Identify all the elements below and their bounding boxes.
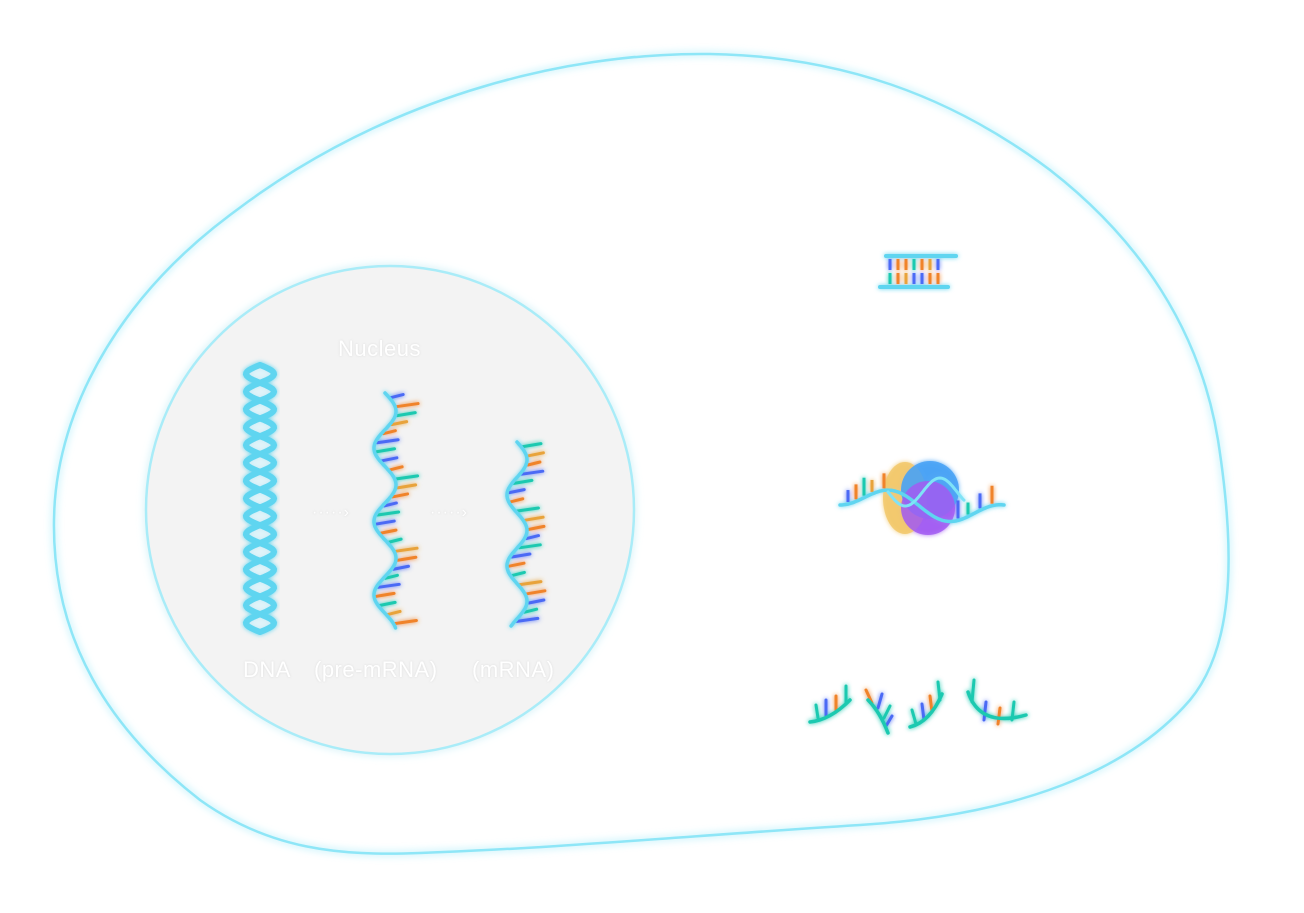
fragment-base — [982, 700, 988, 722]
base-pair — [376, 510, 401, 517]
base-pair — [382, 501, 398, 508]
fragment-backbone — [966, 690, 1028, 721]
ribosome-core — [901, 481, 955, 535]
base-pair — [378, 600, 397, 607]
fragment-base — [814, 703, 820, 720]
dna-label: DNA — [243, 657, 291, 682]
fragment-backbone — [808, 698, 852, 724]
fragment-backbone — [908, 692, 944, 729]
base-pair — [526, 451, 545, 458]
base-pair — [512, 478, 534, 485]
base-pair — [527, 598, 546, 605]
base-pair — [395, 474, 420, 481]
pre-mrna-strand-icon — [372, 391, 420, 630]
base-pair — [507, 561, 526, 568]
base-pair — [507, 488, 526, 495]
backbone — [505, 440, 529, 628]
base-pair — [380, 456, 399, 463]
base-pair — [387, 537, 403, 544]
base-pair — [395, 402, 420, 409]
base-pair — [509, 497, 525, 504]
base-pair — [518, 580, 543, 587]
base-pair — [510, 570, 526, 577]
mrna-strand-icon — [505, 440, 547, 628]
fragment-base — [876, 692, 884, 710]
mrna-thread — [838, 488, 1006, 524]
base-pair — [375, 447, 397, 454]
base-pair — [388, 465, 404, 472]
transcription-arrow: ·····› — [312, 504, 350, 521]
base-pair — [523, 607, 539, 614]
base-pair — [374, 519, 396, 526]
peptide-chain — [886, 476, 966, 508]
base-pair — [383, 573, 399, 580]
base-pair — [374, 591, 396, 598]
base-pair — [527, 524, 546, 531]
base-pair — [391, 492, 410, 499]
base-pair — [386, 609, 402, 616]
base-pair — [389, 393, 405, 400]
fragment-backbone — [866, 698, 890, 735]
base-pair — [510, 552, 532, 559]
base-pair — [523, 515, 545, 522]
base-pair — [526, 460, 542, 467]
rna-fragments-icon — [808, 678, 1028, 735]
base-pair — [375, 438, 400, 445]
base-pair — [525, 589, 547, 596]
cell-membrane-icon — [52, 52, 1230, 855]
base-pair — [395, 411, 417, 418]
base-pair — [393, 618, 418, 625]
mrna-label: (mRNA) — [472, 657, 555, 682]
fragment-base — [882, 704, 892, 720]
nucleus-label: Nucleus — [338, 336, 421, 361]
base-pair — [521, 442, 543, 449]
dna-double-helix-icon — [242, 362, 278, 635]
fragment-base — [910, 708, 918, 726]
dna-strand-b — [242, 362, 278, 635]
base-pair — [396, 483, 418, 490]
fragment-base — [884, 714, 894, 728]
base-pair — [379, 528, 398, 535]
pre-mrna-label: (pre-mRNA) — [314, 657, 438, 682]
base-pair — [390, 420, 409, 427]
base-pair — [515, 616, 540, 623]
base-pair — [396, 555, 418, 562]
base-pair — [381, 429, 397, 436]
dna-strand-a — [242, 362, 278, 635]
base-pair — [376, 582, 401, 589]
base-pair — [394, 546, 419, 553]
trna-ladder-icon — [878, 254, 958, 289]
fragment-base — [996, 706, 1002, 726]
base-pair — [515, 506, 540, 513]
base-pair — [520, 469, 545, 476]
base-pair — [391, 564, 410, 571]
base-pair — [525, 534, 541, 541]
ribosome-translation-icon — [838, 461, 1006, 535]
splicing-arrow: ·····› — [430, 504, 468, 521]
base-pair — [517, 543, 542, 550]
fragment-base — [920, 702, 926, 722]
backbone — [372, 391, 398, 630]
